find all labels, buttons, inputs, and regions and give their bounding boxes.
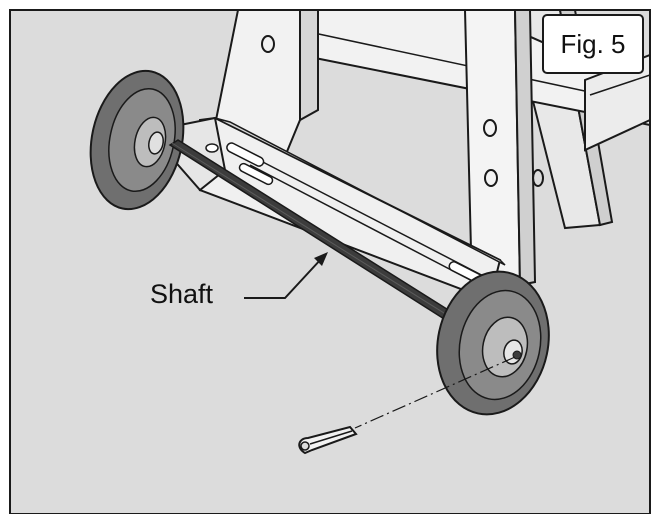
leg-hole: [532, 169, 544, 187]
leg-hole: [483, 119, 497, 137]
leg-hole: [484, 169, 498, 187]
cotter-pin-icon: [298, 425, 358, 455]
leg-hole: [261, 35, 275, 53]
left-wheel: [89, 69, 185, 211]
shaft-callout: Shaft: [150, 279, 214, 309]
figure-label: Fig. 5: [560, 28, 626, 59]
slot: [226, 142, 265, 167]
right-leg: [463, 9, 544, 292]
bolt-hole: [205, 143, 219, 153]
shaft-callout-leader: [244, 252, 328, 299]
alignment-line: [354, 356, 516, 429]
figure-label-box: [542, 14, 644, 74]
slot: [238, 162, 274, 186]
